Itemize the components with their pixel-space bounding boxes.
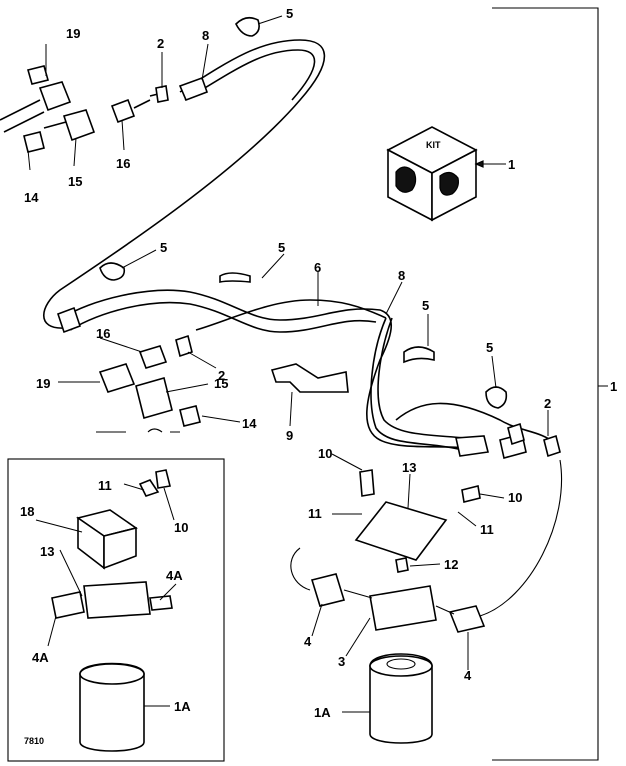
- callout-18: 18: [20, 504, 34, 519]
- callout-2-mid: 2: [218, 368, 225, 383]
- callout-13-main: 13: [402, 460, 416, 475]
- callout-4a-left: 4A: [32, 650, 49, 665]
- callout-1-bracket: 1: [610, 379, 617, 394]
- callout-16-mid: 16: [96, 326, 110, 341]
- filter-head-right: [290, 459, 562, 744]
- callout-1a-inset: 1A: [174, 699, 191, 714]
- kit-box: KIT: [386, 126, 506, 222]
- callout-4a-right: 4A: [166, 568, 183, 583]
- callout-labels: 1 1 19 2 8 5 16 15 14 5 5 6 8 5 5 2 16 2…: [20, 6, 617, 746]
- callout-3: 3: [338, 654, 345, 669]
- right-clamps: [270, 346, 561, 458]
- callout-5-c: 5: [422, 298, 429, 313]
- callout-4-left: 4: [304, 634, 312, 649]
- callout-16-top: 16: [116, 156, 130, 171]
- callout-14-mid: 14: [242, 416, 257, 431]
- callout-15-top: 15: [68, 174, 82, 189]
- callout-2-top: 2: [157, 36, 164, 51]
- callout-8-mid: 8: [398, 268, 405, 283]
- callout-1a-main: 1A: [314, 705, 331, 720]
- top-fittings: [0, 16, 260, 153]
- figure-number: 7810: [24, 736, 44, 746]
- callout-1: 1: [508, 157, 515, 172]
- leader-lines: [27, 15, 549, 713]
- callout-19-mid: 19: [36, 376, 50, 391]
- callout-11-b: 11: [480, 522, 494, 537]
- callout-9: 9: [286, 428, 293, 443]
- callout-4-right: 4: [464, 668, 472, 683]
- callout-5-top: 5: [286, 6, 293, 21]
- callout-5-d: 5: [486, 340, 493, 355]
- callout-10-b: 10: [508, 490, 522, 505]
- mid-fittings: [96, 262, 251, 433]
- callout-5-a: 5: [160, 240, 167, 255]
- callout-10-inset: 10: [174, 520, 188, 535]
- callout-8-top: 8: [202, 28, 209, 43]
- kit-bracket: [492, 7, 608, 761]
- callout-12: 12: [444, 557, 458, 572]
- callout-10-a: 10: [318, 446, 332, 461]
- hose-assembly: [43, 39, 557, 459]
- callout-14-top: 14: [24, 190, 39, 205]
- callout-2-right: 2: [544, 396, 551, 411]
- callout-5-b: 5: [278, 240, 285, 255]
- inset-box: [7, 458, 225, 762]
- callout-11-a: 11: [308, 506, 322, 521]
- callout-6: 6: [314, 260, 321, 275]
- callout-19-top: 19: [66, 26, 80, 41]
- callout-15-mid: 15: [214, 376, 228, 391]
- callout-13-inset: 13: [40, 544, 54, 559]
- kit-label: KIT: [426, 140, 441, 150]
- callout-11-inset: 11: [98, 478, 112, 493]
